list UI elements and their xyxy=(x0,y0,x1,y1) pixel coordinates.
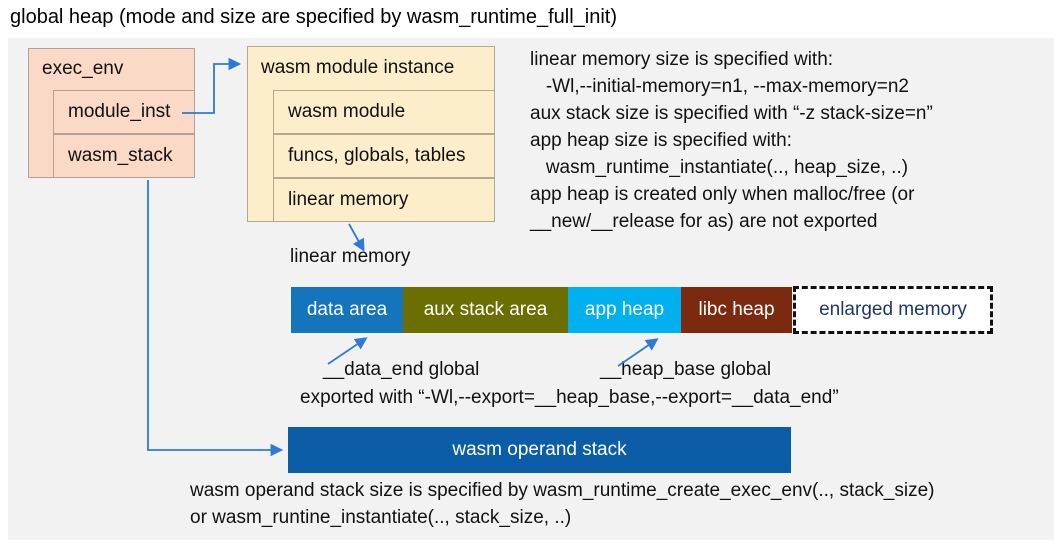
export-flags-label: exported with “-Wl,--export=__heap_base,… xyxy=(300,387,839,408)
wasm-operand-stack-bar: wasm operand stack xyxy=(288,427,791,473)
data-end-global-label: __data_end global xyxy=(323,359,480,380)
note-line: wasm_runtime_instantiate(.., heap_size, … xyxy=(530,157,909,178)
diagram-title: global heap (mode and size are specified… xyxy=(10,6,617,28)
operand-stack-notes: wasm operand stack size is specified by … xyxy=(190,477,1050,531)
exec-env-row-wasm-stack: wasm_stack xyxy=(53,134,195,178)
note-line: or wasm_runtine_instantiate(.., stack_si… xyxy=(190,507,572,528)
segment-data-area: data area xyxy=(291,287,403,333)
note-line: linear memory size is specified with: xyxy=(530,49,834,70)
note-line: -Wl,--initial-memory=n1, --max-memory=n2 xyxy=(530,76,909,97)
size-notes: linear memory size is specified with: -W… xyxy=(530,46,1046,235)
module-instance-row-linear-memory: linear memory xyxy=(273,178,495,222)
note-line: app heap size is specified with: xyxy=(530,130,792,151)
note-line: app heap is created only when malloc/fre… xyxy=(530,184,915,205)
module-instance-row-funcs-globals-tables: funcs, globals, tables xyxy=(273,134,495,178)
exec-env-row-module-inst: module_inst xyxy=(53,90,195,134)
exec-env-title: exec_env xyxy=(42,58,124,79)
module-instance-title: wasm module instance xyxy=(261,57,455,78)
segment-aux-stack-area: aux stack area xyxy=(403,287,568,333)
note-line: __new/__release for as) are not exported xyxy=(530,211,878,232)
module-instance-row-wasm-module: wasm module xyxy=(273,90,495,134)
segment-enlarged-memory: enlarged memory xyxy=(793,286,993,334)
note-line: aux stack size is specified with “-z sta… xyxy=(530,103,933,124)
heap-base-global-label: __heap_base global xyxy=(600,359,772,380)
segment-app-heap: app heap xyxy=(568,287,681,333)
note-line: wasm operand stack size is specified by … xyxy=(190,480,935,501)
segment-libc-heap: libc heap xyxy=(681,287,792,333)
linear-memory-label: linear memory xyxy=(290,246,411,267)
